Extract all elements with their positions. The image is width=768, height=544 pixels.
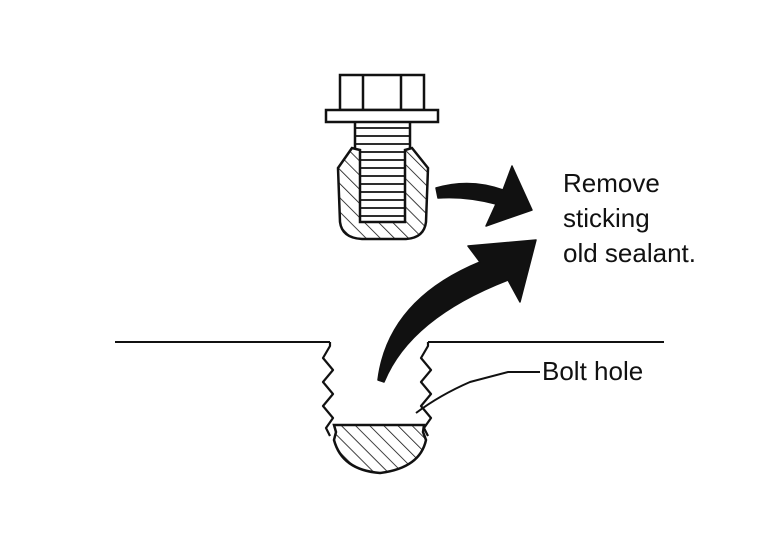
sealant-in-hole <box>332 423 428 475</box>
instruction-label: Remove sticking old sealant. <box>563 166 696 271</box>
bolt-hole-threads <box>321 342 433 437</box>
arrow-lower <box>377 239 537 383</box>
bolt-hole-leader-line <box>415 371 540 414</box>
arrow-upper <box>435 165 533 227</box>
bolt-head <box>324 73 440 124</box>
bolt-shank <box>353 122 412 217</box>
instruction-line-3: old sealant. <box>563 238 696 268</box>
sealant-on-bolt <box>336 146 430 241</box>
bolt-hole-label: Bolt hole <box>542 356 644 386</box>
instruction-line-2: sticking <box>563 203 650 233</box>
instruction-line-1: Remove <box>563 168 660 198</box>
